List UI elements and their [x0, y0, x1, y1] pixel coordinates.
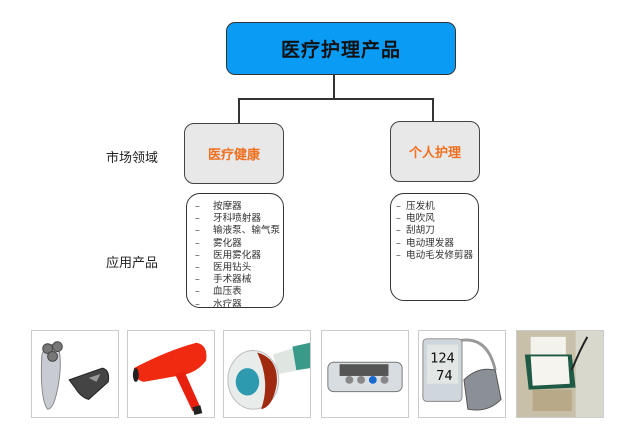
category-personal-care: 个人护理	[390, 121, 480, 182]
list-item: –水疗器	[195, 298, 242, 310]
list-item: –按摩器	[195, 201, 242, 212]
list-item: –电动毛发修剪器	[396, 249, 474, 261]
photo-shaver-clipper	[31, 330, 119, 418]
root-node: 医疗护理产品	[226, 22, 456, 75]
photo-blood-pressure-monitor: 124 74	[418, 330, 506, 418]
list-item: –电吹风	[396, 213, 435, 225]
row-label-products: 应用产品	[106, 256, 159, 271]
list-item: –医用雾化器	[195, 249, 261, 261]
category-medical-health: 医疗健康	[184, 123, 284, 184]
list-item: –压发机	[396, 201, 435, 212]
connector	[238, 98, 434, 100]
list-item: –电动理发器	[396, 237, 454, 249]
list-item: –医用钻头	[195, 262, 252, 274]
list-item: –输液泵、输气泵	[195, 225, 281, 237]
photo-massager	[223, 330, 311, 418]
list-item: –刮胡刀	[396, 225, 435, 237]
row-label-market: 市场领域	[106, 151, 159, 166]
connector	[432, 98, 434, 121]
photo-hair-dryer	[127, 330, 215, 418]
list-item: –手术器械	[195, 274, 252, 286]
medical-products-list: –按摩器 –牙科喷射器 –输液泵、输气泵 –雾化器 –医用雾化器 –医用钻头 –…	[186, 193, 284, 310]
personal-care-products-list: –压发机 –电吹风 –刮胡刀 –电动理发器 –电动毛发修剪器	[390, 193, 479, 301]
list-item: –雾化器	[195, 237, 242, 249]
connector	[238, 98, 240, 123]
list-item: –牙科喷射器	[195, 213, 261, 225]
photo-examination-bed	[516, 330, 604, 418]
photo-infusion-pump	[321, 330, 409, 418]
list-item: –血压表	[195, 286, 242, 298]
bp-diastolic-readout: 74	[436, 368, 452, 384]
bp-systolic-readout: 124	[430, 350, 455, 366]
connector	[333, 74, 335, 99]
